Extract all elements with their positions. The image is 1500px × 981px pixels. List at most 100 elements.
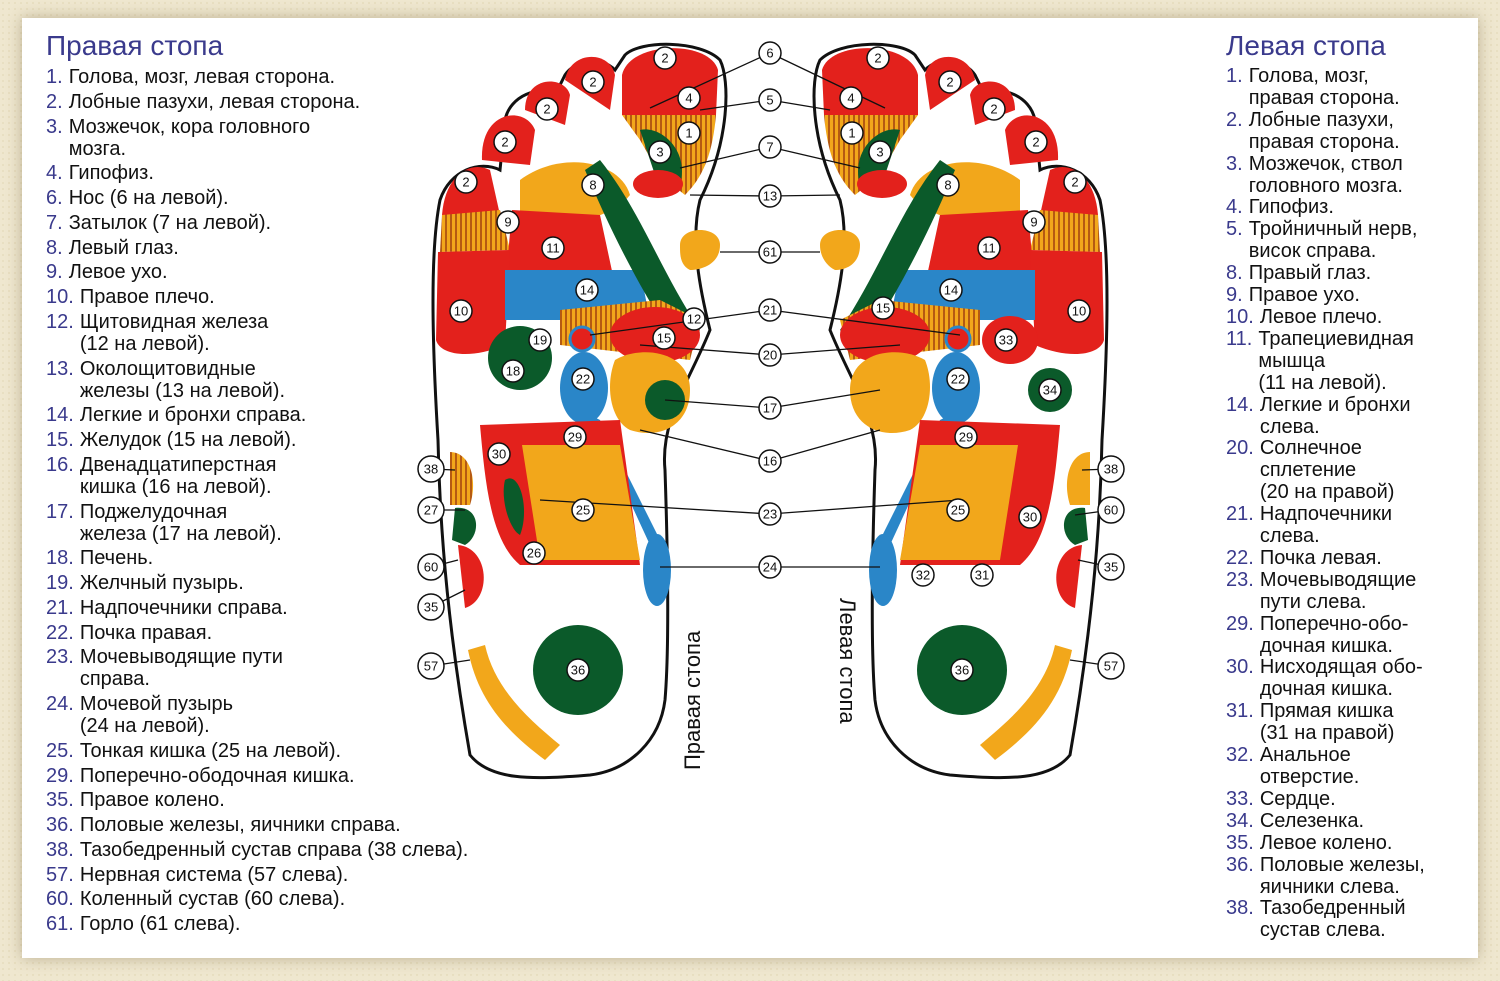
side-marker-38: 38 <box>1097 455 1125 483</box>
legend-item-number: 23. <box>1226 568 1254 591</box>
legend-item-number: 30. <box>1226 656 1254 679</box>
svg-text:2: 2 <box>501 135 508 150</box>
throat-region-left <box>820 230 860 270</box>
l-neck-diagonal-region <box>840 160 955 350</box>
svg-text:20: 20 <box>763 348 777 363</box>
legend-item-number: 57. <box>46 863 74 886</box>
legend-item-number: 1. <box>1226 65 1243 87</box>
left-foot-legend-item: 33.Сердце. <box>1226 788 1476 811</box>
legend-item-text: Поперечно-ободочная кишка. <box>79 764 355 787</box>
legend-item-number: 7. <box>46 211 63 234</box>
legend-item-text: Голова, мозг, правая сторона. <box>1248 65 1400 109</box>
legend-item-text: Левое плечо. <box>1259 305 1383 328</box>
right-foot-legend-item: 16.Двенадцатиперстная кишка (16 на левой… <box>46 454 566 498</box>
svg-text:18: 18 <box>506 364 520 379</box>
hip-region <box>450 452 474 505</box>
foot-point-10: 10 <box>449 299 473 323</box>
bladder-region <box>643 534 671 606</box>
right-foot-legend-item: 36.Половые железы, яичники справа. <box>46 814 566 836</box>
knee-joint-region <box>452 507 477 545</box>
svg-text:31: 31 <box>975 568 989 583</box>
legend-item-number: 2. <box>1226 108 1243 131</box>
point-markers: 6571361212017162324382760355738603557241… <box>417 41 1125 682</box>
svg-text:2: 2 <box>1032 135 1039 150</box>
foot-point-9: 9 <box>496 210 520 234</box>
l-bladder-region <box>869 534 897 606</box>
throat-region-right <box>680 230 720 270</box>
right-foot-legend-item: 9.Левое ухо. <box>46 261 566 283</box>
foot-point-2: 2 <box>866 46 890 70</box>
legend-item-number: 14. <box>46 404 74 427</box>
foot-point-2: 2 <box>982 97 1006 121</box>
legend-item-number: 8. <box>46 236 63 259</box>
svg-text:9: 9 <box>1030 215 1037 230</box>
legend-item-number: 14. <box>1226 393 1254 416</box>
legend-item-text: Селезенка. <box>1259 809 1365 832</box>
legend-item-text: Анальное отверстие. <box>1259 744 1360 788</box>
foot-point-32: 32 <box>911 563 935 587</box>
svg-text:2: 2 <box>990 102 997 117</box>
foot-point-19: 19 <box>528 328 552 352</box>
foot-point-4: 4 <box>677 86 701 110</box>
left-foot-legend-item: 10.Левое плечо. <box>1226 305 1476 329</box>
left-foot-legend-item: 36.Половые железы, яичники слева. <box>1226 853 1476 899</box>
knee-region <box>458 545 484 608</box>
right-foot-legend-item: 17.Поджелудочная железа (17 на левой). <box>46 501 566 545</box>
legend-item-text: Мочевыводящие пути справа. <box>79 646 283 691</box>
foot-point-14: 14 <box>939 278 963 302</box>
svg-text:8: 8 <box>944 178 951 193</box>
legend-item-text: Гипофиз. <box>1248 196 1334 219</box>
legend-item-text: Мозжечок, кора головного мозга. <box>68 115 311 160</box>
legend-item-number: 3. <box>1226 152 1243 175</box>
left-foot-legend-item: 8.Правый глаз. <box>1226 262 1476 285</box>
right-foot-legend-item: 12.Щитовидная железа (12 на левой). <box>46 311 566 355</box>
svg-text:2: 2 <box>946 75 953 90</box>
foot-point-10: 10 <box>1067 299 1091 323</box>
left-foot-legend-list: 1.Голова, мозг, правая сторона.2.Лобные … <box>1226 65 1476 942</box>
foot-point-11: 11 <box>977 236 1001 260</box>
side-marker-38: 38 <box>417 455 445 483</box>
legend-item-text: Правое плечо. <box>79 286 215 308</box>
svg-text:21: 21 <box>763 303 777 318</box>
legend-item-text: Тонкая кишка (25 на левой). <box>79 739 342 762</box>
foot-point-31: 31 <box>970 563 994 587</box>
svg-text:22: 22 <box>576 372 590 387</box>
legend-item-text: Лобные пазухи, правая сторона. <box>1248 108 1400 153</box>
right-foot-legend-item: 18.Печень. <box>46 547 566 569</box>
legend-item-number: 36. <box>1226 853 1254 876</box>
svg-text:6: 6 <box>766 46 773 61</box>
foot-point-25: 25 <box>571 498 595 522</box>
legend-item-number: 4. <box>1226 196 1243 219</box>
svg-text:2: 2 <box>1071 175 1078 190</box>
svg-text:1: 1 <box>848 126 855 141</box>
legend-item-text: Тазобедренный сустав слева. <box>1259 897 1406 942</box>
legend-item-number: 29. <box>1226 612 1254 635</box>
center-marker-61: 61 <box>758 240 782 264</box>
center-marker-20: 20 <box>758 343 782 367</box>
legend-item-text: Трапециевидная мышца (11 на левой). <box>1258 327 1414 394</box>
legend-item-text: Почка левая. <box>1259 546 1382 569</box>
foot-point-2: 2 <box>1024 130 1048 154</box>
legend-item-number: 36. <box>46 814 74 836</box>
legend-item-number: 13. <box>46 357 74 380</box>
nervous-system-region <box>468 645 560 760</box>
right-foot-legend-item: 61.Горло (61 слева). <box>46 913 566 935</box>
foot-point-11: 11 <box>541 236 565 260</box>
right-foot-legend-item: 2.Лобные пазухи, левая сторона. <box>46 91 566 113</box>
right-foot-legend-item: 10.Правое плечо. <box>46 286 566 308</box>
legend-item-number: 20. <box>1226 437 1254 460</box>
l-knee-region <box>1056 545 1082 608</box>
left-foot-legend-item: 1.Голова, мозг, правая сторона. <box>1226 65 1476 110</box>
foot-point-3: 3 <box>648 140 672 164</box>
svg-text:32: 32 <box>916 568 930 583</box>
side-marker-60: 60 <box>417 553 445 581</box>
shoulder-region <box>436 250 510 355</box>
right-foot-legend-item: 57.Нервная система (57 слева). <box>46 864 566 886</box>
right-foot-legend-item: 7.Затылок (7 на левой). <box>46 212 566 234</box>
legend-item-text: Нисходящая обо- дочная кишка. <box>1259 656 1423 701</box>
legend-item-number: 24. <box>46 693 74 715</box>
legend-item-text: Коленный сустав (60 слева). <box>79 888 346 911</box>
left-foot-legend-item: 30.Нисходящая обо- дочная кишка. <box>1226 657 1476 701</box>
legend-item-text: Надпочечники справа. <box>79 596 288 619</box>
